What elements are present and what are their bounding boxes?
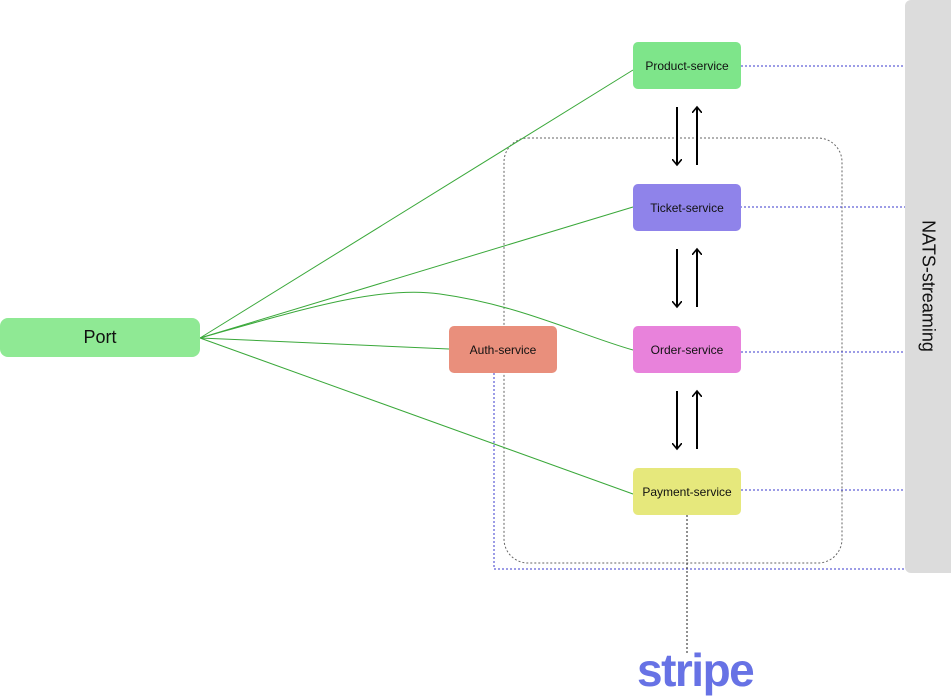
ticket-service-label: Ticket-service (650, 200, 724, 215)
product-service-node: Product-service (633, 42, 741, 89)
nats-streaming-label: NATS-streaming (918, 220, 939, 352)
port-to-ticket-line (199, 206, 634, 339)
port-node: Port (0, 318, 200, 357)
port-to-auth-line (199, 337, 450, 350)
auth-service-node: Auth-service (449, 326, 557, 373)
product-service-label: Product-service (645, 58, 729, 73)
ticket-service-node: Ticket-service (633, 184, 741, 231)
auth-service-label: Auth-service (469, 342, 537, 357)
auth-nats-link (493, 373, 905, 570)
order-service-node: Order-service (633, 326, 741, 373)
payment-service-label: Payment-service (642, 484, 732, 499)
port-to-order-line (199, 291, 634, 351)
payment-service-node: Payment-service (633, 468, 741, 515)
port-to-product-line (199, 69, 634, 339)
order-service-label: Order-service (650, 342, 724, 357)
port-label: Port (83, 327, 117, 347)
nats-streaming-bus (905, 0, 951, 573)
stripe-logo: stripe (637, 644, 755, 696)
port-to-payment-line (199, 337, 634, 495)
